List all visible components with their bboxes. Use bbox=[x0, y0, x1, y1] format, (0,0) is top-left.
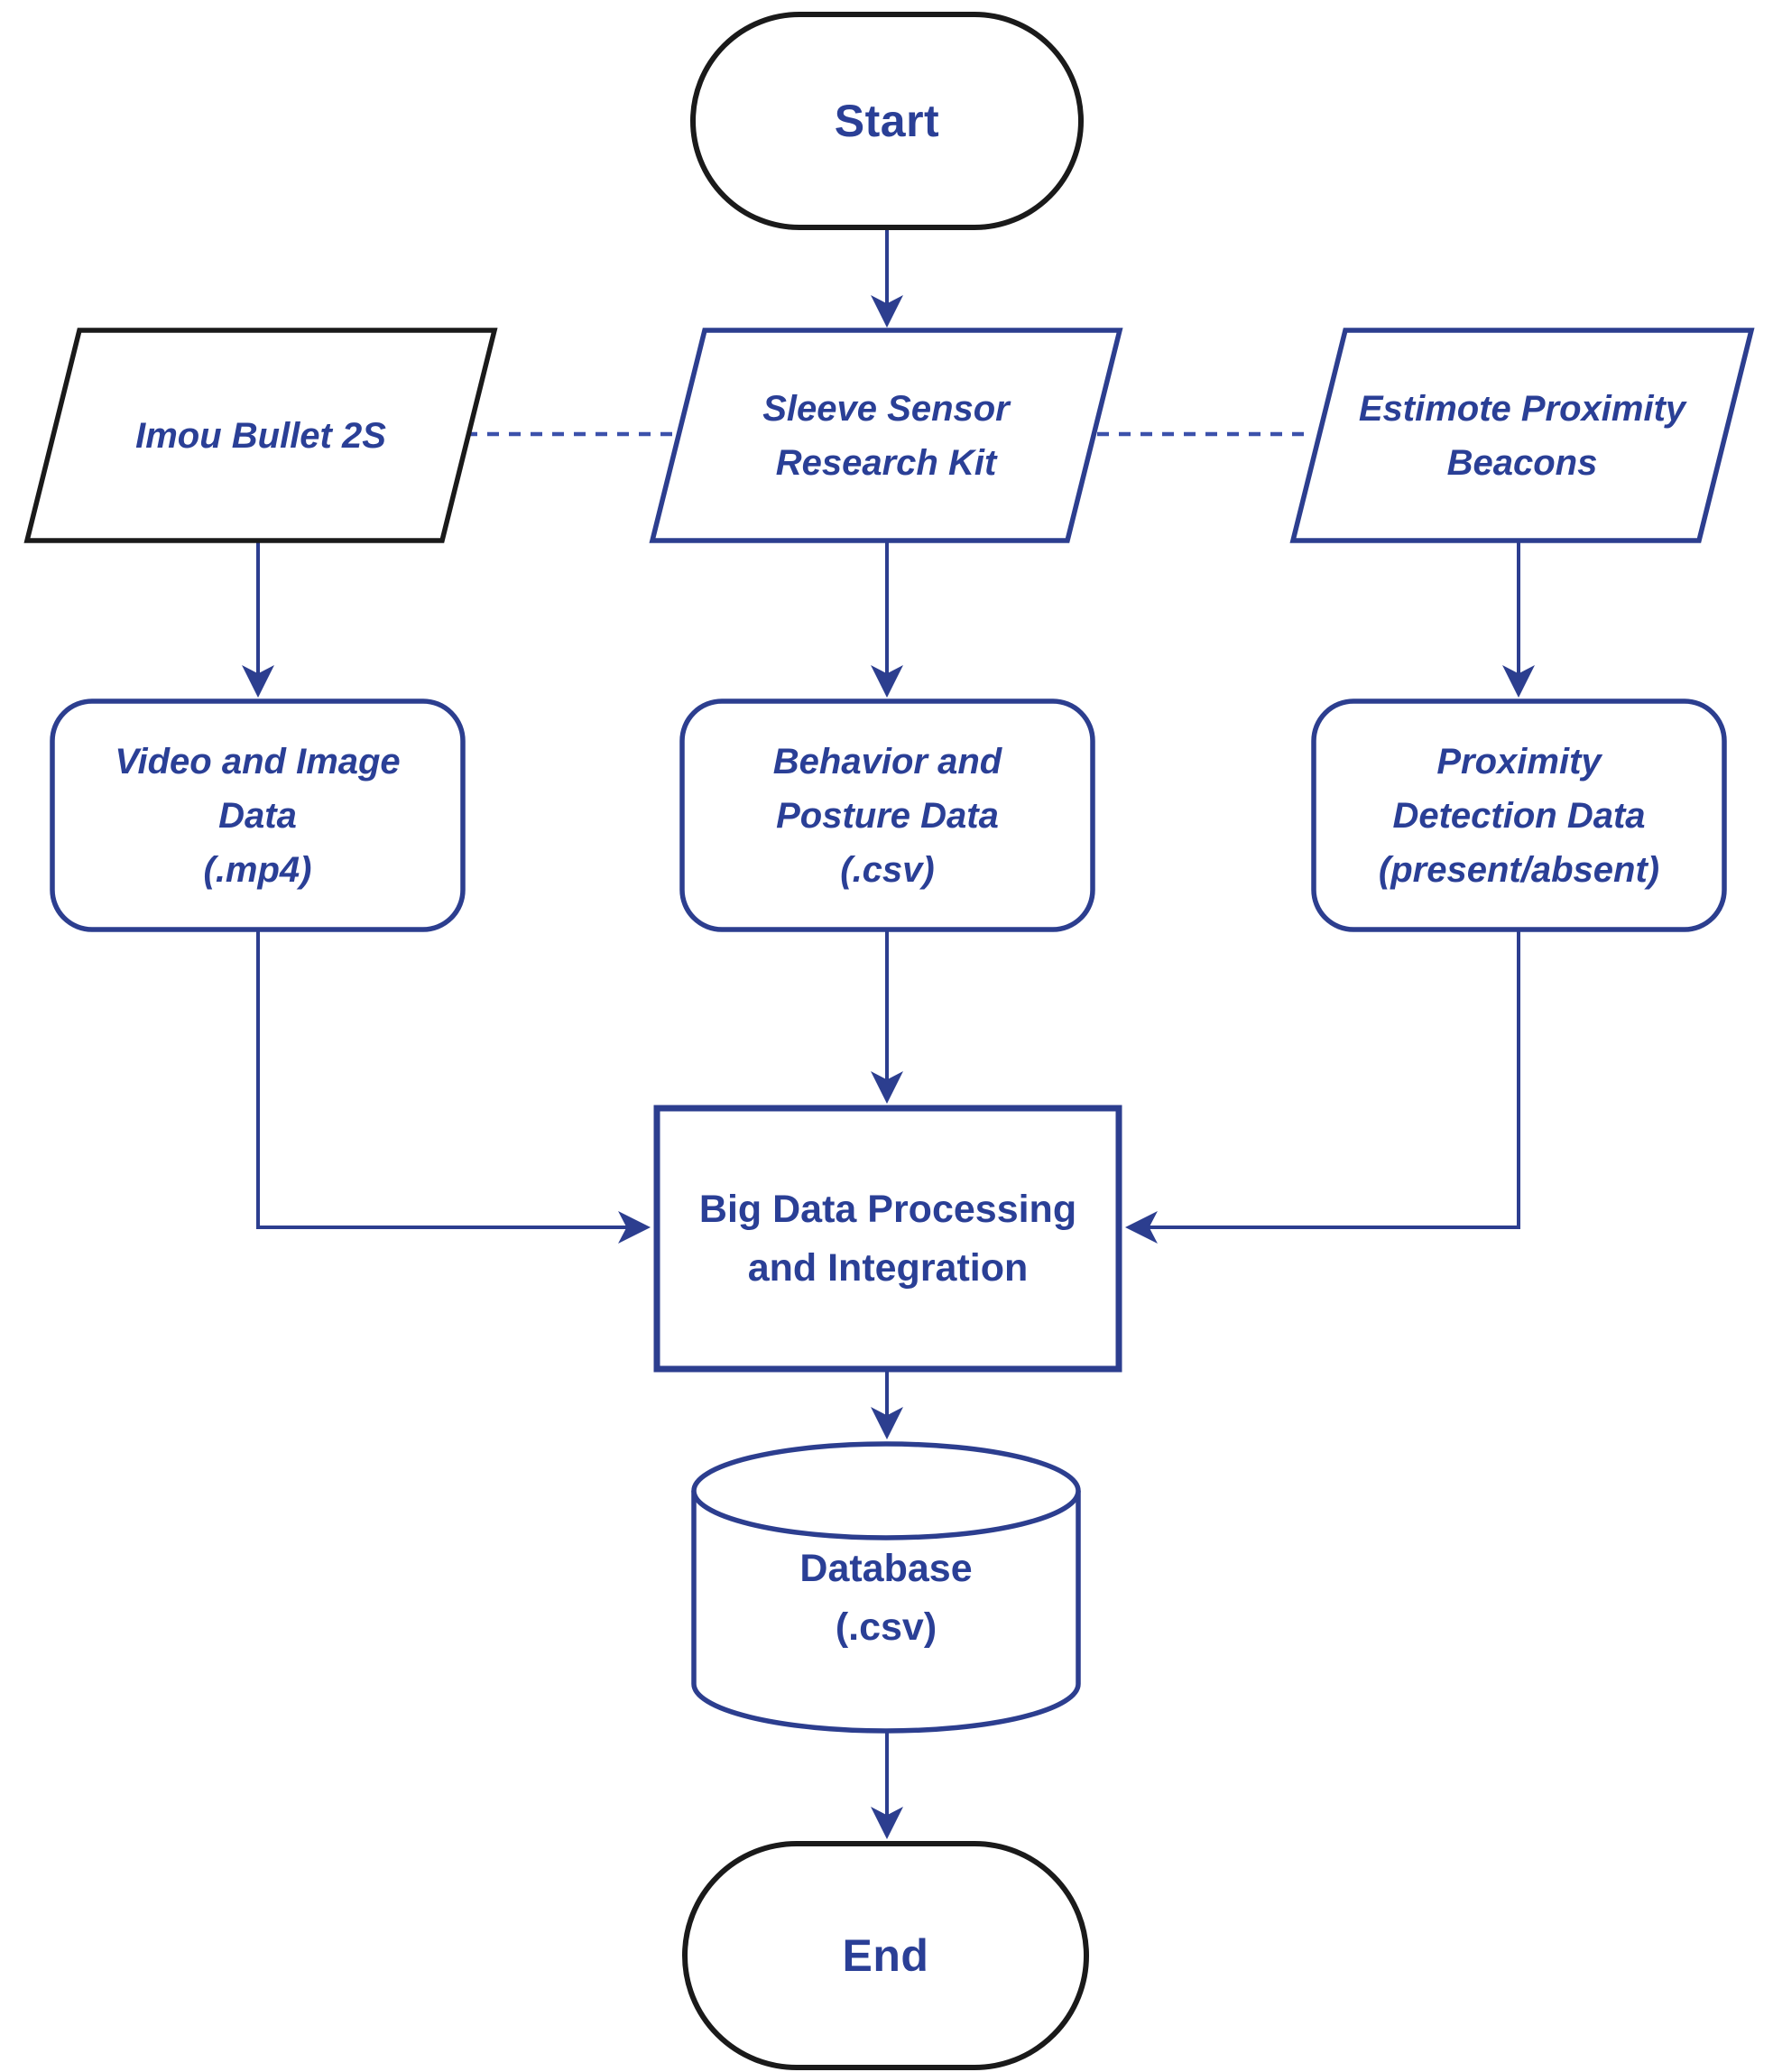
edge-proximity-to-bigdata bbox=[1124, 931, 1520, 1244]
imou-parallelogram-shape bbox=[23, 328, 498, 543]
start-terminator-shape bbox=[690, 12, 1084, 230]
database-cylinder-top bbox=[691, 1441, 1081, 1540]
bigdata-process-shape bbox=[653, 1105, 1122, 1373]
proximity-rounded-rect-shape bbox=[1311, 698, 1727, 932]
behavior-rounded-rect-shape bbox=[679, 698, 1095, 932]
estimote-parallelogram-shape bbox=[1289, 328, 1755, 543]
sleeve-parallelogram-shape bbox=[649, 328, 1123, 543]
end-terminator-shape bbox=[682, 1841, 1089, 2070]
edge-video-to-bigdata bbox=[256, 931, 651, 1244]
database-cylinder-body bbox=[691, 1491, 1081, 1734]
video-rounded-rect-shape bbox=[50, 698, 466, 932]
